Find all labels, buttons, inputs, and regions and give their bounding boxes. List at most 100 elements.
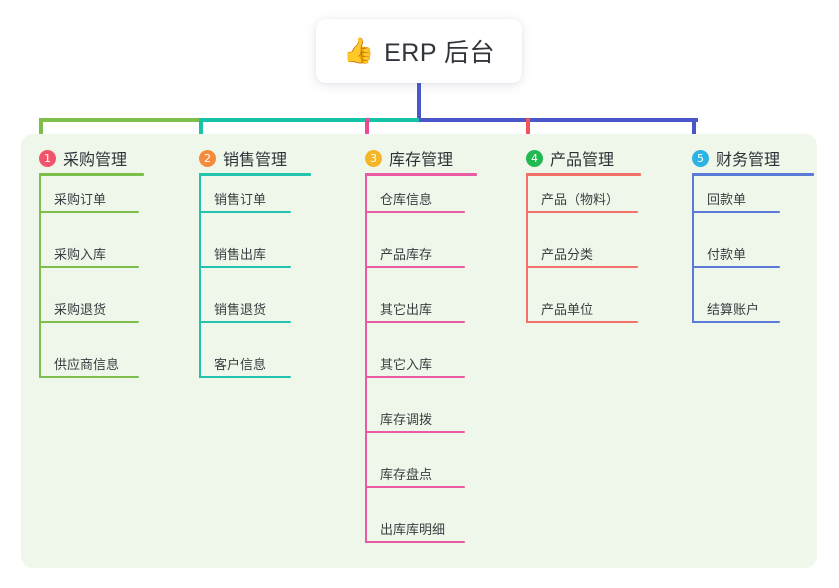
section-item-rule: [365, 321, 465, 323]
section-item[interactable]: 仓库信息: [365, 183, 465, 213]
section-item-rule: [39, 211, 139, 213]
section-title-4: 产品管理: [550, 152, 615, 169]
section-title-1: 采购管理: [63, 152, 128, 169]
root-stem-line: [417, 83, 421, 122]
section-spine-5: [692, 173, 694, 323]
connector-drop-1: [39, 118, 43, 146]
section-header-2[interactable]: 2 销售管理: [199, 146, 287, 170]
section-item[interactable]: 采购订单: [39, 183, 139, 213]
section-spine-2: [199, 173, 201, 378]
section-badge-1: 1: [39, 149, 56, 167]
section-header-rule-1: [39, 173, 144, 176]
section-item[interactable]: 客户信息: [199, 348, 291, 378]
section-item[interactable]: 出库库明细: [365, 513, 465, 543]
section-item-rule: [199, 266, 291, 268]
section-item[interactable]: 产品库存: [365, 238, 465, 268]
section-item[interactable]: 产品分类: [526, 238, 638, 268]
section-item-rule: [526, 321, 638, 323]
section-item-rule: [365, 266, 465, 268]
connector-drop-5: [692, 118, 696, 146]
section-item[interactable]: 采购退货: [39, 293, 139, 323]
connector-drop-4: [526, 118, 530, 146]
connector-bar-right: [419, 118, 698, 122]
section-header-4[interactable]: 4 产品管理: [526, 146, 614, 170]
section-item[interactable]: 销售订单: [199, 183, 291, 213]
section-title-3: 库存管理: [389, 152, 454, 169]
section-header-3[interactable]: 3 库存管理: [365, 146, 453, 170]
section-item-rule: [365, 431, 465, 433]
section-item-label: 采购退货: [54, 302, 107, 317]
section-item[interactable]: 销售出库: [199, 238, 291, 268]
section-item[interactable]: 库存调拨: [365, 403, 465, 433]
section-item[interactable]: 结算账户: [692, 293, 780, 323]
section-item-rule: [365, 211, 465, 213]
section-badge-5: 5: [692, 149, 709, 167]
section-item[interactable]: 产品（物料）: [526, 183, 638, 213]
section-item-label: 产品分类: [541, 247, 594, 262]
section-item[interactable]: 产品单位: [526, 293, 638, 323]
section-item-rule: [199, 321, 291, 323]
section-item-rule: [365, 376, 465, 378]
section-item[interactable]: 供应商信息: [39, 348, 139, 378]
section-item-label: 销售订单: [214, 192, 267, 207]
section-item-rule: [692, 211, 780, 213]
section-item[interactable]: 采购入库: [39, 238, 139, 268]
section-badge-2: 2: [199, 149, 216, 167]
section-item[interactable]: 回款单: [692, 183, 780, 213]
section-item-label: 仓库信息: [380, 192, 433, 207]
root-node-erp-backend[interactable]: 👍 ERP 后台: [316, 19, 522, 83]
section-header-1[interactable]: 1 采购管理: [39, 146, 127, 170]
connector-drop-3: [365, 118, 369, 146]
section-spine-4: [526, 173, 528, 323]
section-item-rule: [692, 266, 780, 268]
section-header-rule-5: [692, 173, 814, 176]
root-node-label: ERP 后台: [384, 39, 496, 67]
section-item-rule: [39, 321, 139, 323]
section-badge-3: 3: [365, 149, 382, 167]
section-item-label: 其它入库: [380, 357, 433, 372]
section-item-label: 出库库明细: [380, 522, 446, 537]
section-item-rule: [365, 541, 465, 543]
section-item-label: 销售出库: [214, 247, 267, 262]
section-item-label: 库存调拨: [380, 412, 433, 427]
section-item-rule: [365, 486, 465, 488]
section-item-label: 产品库存: [380, 247, 433, 262]
section-header-rule-2: [199, 173, 311, 176]
section-item-rule: [39, 266, 139, 268]
section-item-rule: [199, 376, 291, 378]
section-item-label: 库存盘点: [380, 467, 433, 482]
section-header-rule-4: [526, 173, 641, 176]
section-item-label: 结算账户: [707, 302, 760, 317]
section-badge-4: 4: [526, 149, 543, 167]
section-item[interactable]: 其它入库: [365, 348, 465, 378]
section-item-rule: [692, 321, 780, 323]
section-item-label: 销售退货: [214, 302, 267, 317]
section-item[interactable]: 其它出库: [365, 293, 465, 323]
section-item[interactable]: 付款单: [692, 238, 780, 268]
section-spine-1: [39, 173, 41, 378]
sections-panel: [21, 134, 817, 568]
section-item[interactable]: 库存盘点: [365, 458, 465, 488]
section-header-rule-3: [365, 173, 477, 176]
section-spine-3: [365, 173, 367, 543]
section-title-5: 财务管理: [716, 152, 781, 169]
section-item-label: 其它出库: [380, 302, 433, 317]
section-item-label: 采购入库: [54, 247, 107, 262]
section-title-2: 销售管理: [223, 152, 288, 169]
section-item[interactable]: 销售退货: [199, 293, 291, 323]
section-item-label: 付款单: [707, 247, 747, 262]
section-item-rule: [526, 266, 638, 268]
thumbs-up-icon: 👍: [342, 36, 375, 65]
section-item-rule: [199, 211, 291, 213]
connector-bar-left: [39, 118, 201, 122]
section-item-label: 采购订单: [54, 192, 107, 207]
section-item-label: 客户信息: [214, 357, 267, 372]
section-item-label: 产品（物料）: [541, 192, 620, 207]
section-item-rule: [526, 211, 638, 213]
section-item-label: 回款单: [707, 192, 747, 207]
section-header-5[interactable]: 5 财务管理: [692, 146, 780, 170]
connector-bar-mid: [201, 118, 419, 122]
section-item-label: 产品单位: [541, 302, 594, 317]
section-item-label: 供应商信息: [54, 357, 120, 372]
